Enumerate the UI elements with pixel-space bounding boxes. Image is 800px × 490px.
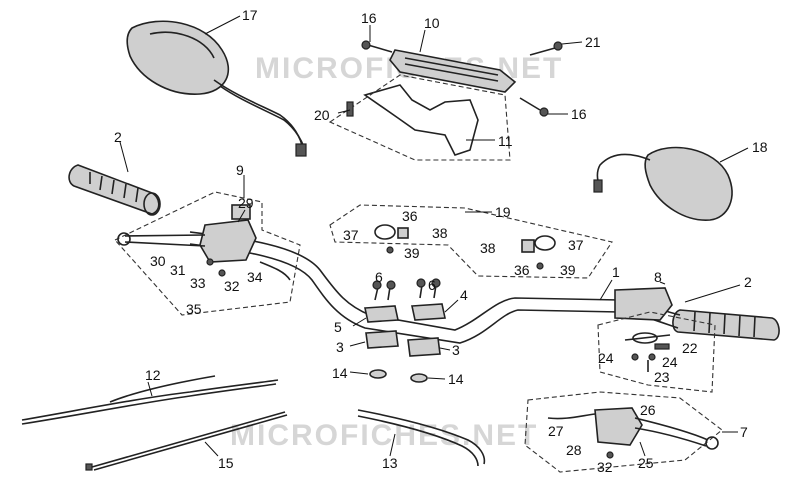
callout-21: 21 [585,34,601,50]
callout-14: 14 [332,365,348,381]
cables [21,375,486,471]
callout-27: 27 [548,423,564,439]
callout-2-left: 2 [114,129,122,145]
callout-9: 9 [236,162,244,178]
callout-24b: 24 [662,354,678,370]
callout-37: 37 [343,227,359,243]
callout-20: 20 [314,107,330,123]
callout-31: 31 [170,262,186,278]
callout-17: 17 [242,7,258,23]
callout-12: 12 [145,367,161,383]
callout-14b: 14 [448,371,464,387]
right-mirror [593,146,733,221]
callout-34: 34 [247,269,263,285]
callout-labels: 17 16 10 21 20 16 11 2 18 9 29 19 36 37 … [114,7,768,475]
watermark: MICROFICHES.NET [230,419,538,452]
throttle-housing [597,287,716,393]
callout-25: 25 [638,455,654,471]
callout-15: 15 [218,455,234,471]
callout-11: 11 [498,133,513,149]
callout-6b: 6 [428,277,436,293]
leader-lines [119,15,749,457]
callout-36: 36 [402,208,418,224]
callout-7: 7 [740,424,748,440]
callout-35: 35 [186,301,202,317]
left-mirror [126,20,307,157]
callout-38b: 38 [480,240,496,256]
callout-39: 39 [404,245,420,261]
callout-6: 6 [375,269,383,285]
clamp-bracket [361,40,563,117]
callout-29: 29 [238,195,254,211]
right-grip [672,309,780,341]
callout-28: 28 [566,442,582,458]
callout-8: 8 [654,269,662,285]
left-grip [68,164,161,216]
callout-23: 23 [654,369,670,385]
callout-19: 19 [495,204,511,220]
callout-30: 30 [150,253,166,269]
callout-1: 1 [612,264,620,280]
callout-18: 18 [752,139,768,155]
callout-38: 38 [432,225,448,241]
callout-36b: 36 [514,262,530,278]
callout-22: 22 [682,340,698,356]
callout-24: 24 [598,350,614,366]
callout-4: 4 [460,287,468,303]
callout-16b: 16 [571,106,587,122]
right-lever-assembly [524,391,723,473]
callout-26: 26 [640,402,656,418]
callout-32b: 32 [597,459,613,475]
callout-3: 3 [336,339,344,355]
mount-bracket [328,74,511,161]
callout-33: 33 [190,275,206,291]
callout-10: 10 [424,15,440,31]
callout-39b: 39 [560,262,576,278]
callout-3b: 3 [452,342,460,358]
left-lever-assembly [114,191,301,316]
callout-13: 13 [382,455,398,471]
switch-group [329,204,613,279]
handlebar-clamps [364,278,446,383]
callout-37b: 37 [568,237,584,253]
callout-16: 16 [361,10,377,26]
callout-2-right: 2 [744,274,752,290]
callout-5: 5 [334,319,342,335]
callout-32: 32 [224,278,240,294]
